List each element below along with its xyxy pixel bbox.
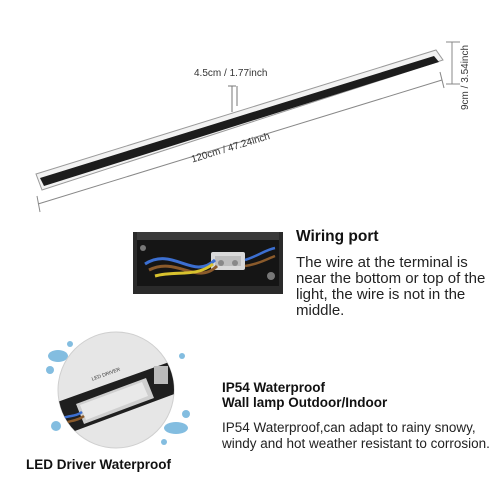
waterproof-title-line2: Wall lamp Outdoor/Indoor xyxy=(222,395,388,410)
width-dimension-line xyxy=(228,85,238,112)
wiring-port-image xyxy=(133,226,283,298)
waterproof-description: IP54 Waterproof,can adapt to rainy snowy… xyxy=(222,420,490,451)
led-driver-image xyxy=(46,331,190,449)
waterproof-title-line1: IP54 Waterproof xyxy=(222,380,326,395)
lamp-bar xyxy=(35,49,444,191)
led-driver-caption: LED Driver Waterproof xyxy=(26,457,172,472)
wiring-port-description: The wire at the terminal is near the bot… xyxy=(296,254,486,319)
width-label: 4.5cm / 1.77inch xyxy=(194,68,268,79)
length-dimension-line xyxy=(36,71,445,213)
height-dimension-line xyxy=(446,41,460,85)
water-splash-icon xyxy=(46,341,190,445)
height-label: 9cm / 3.54inch xyxy=(460,44,471,110)
wiring-port-title: Wiring port xyxy=(296,228,379,245)
waterproof-title: IP54 Waterproof Wall lamp Outdoor/Indoor xyxy=(222,380,387,410)
